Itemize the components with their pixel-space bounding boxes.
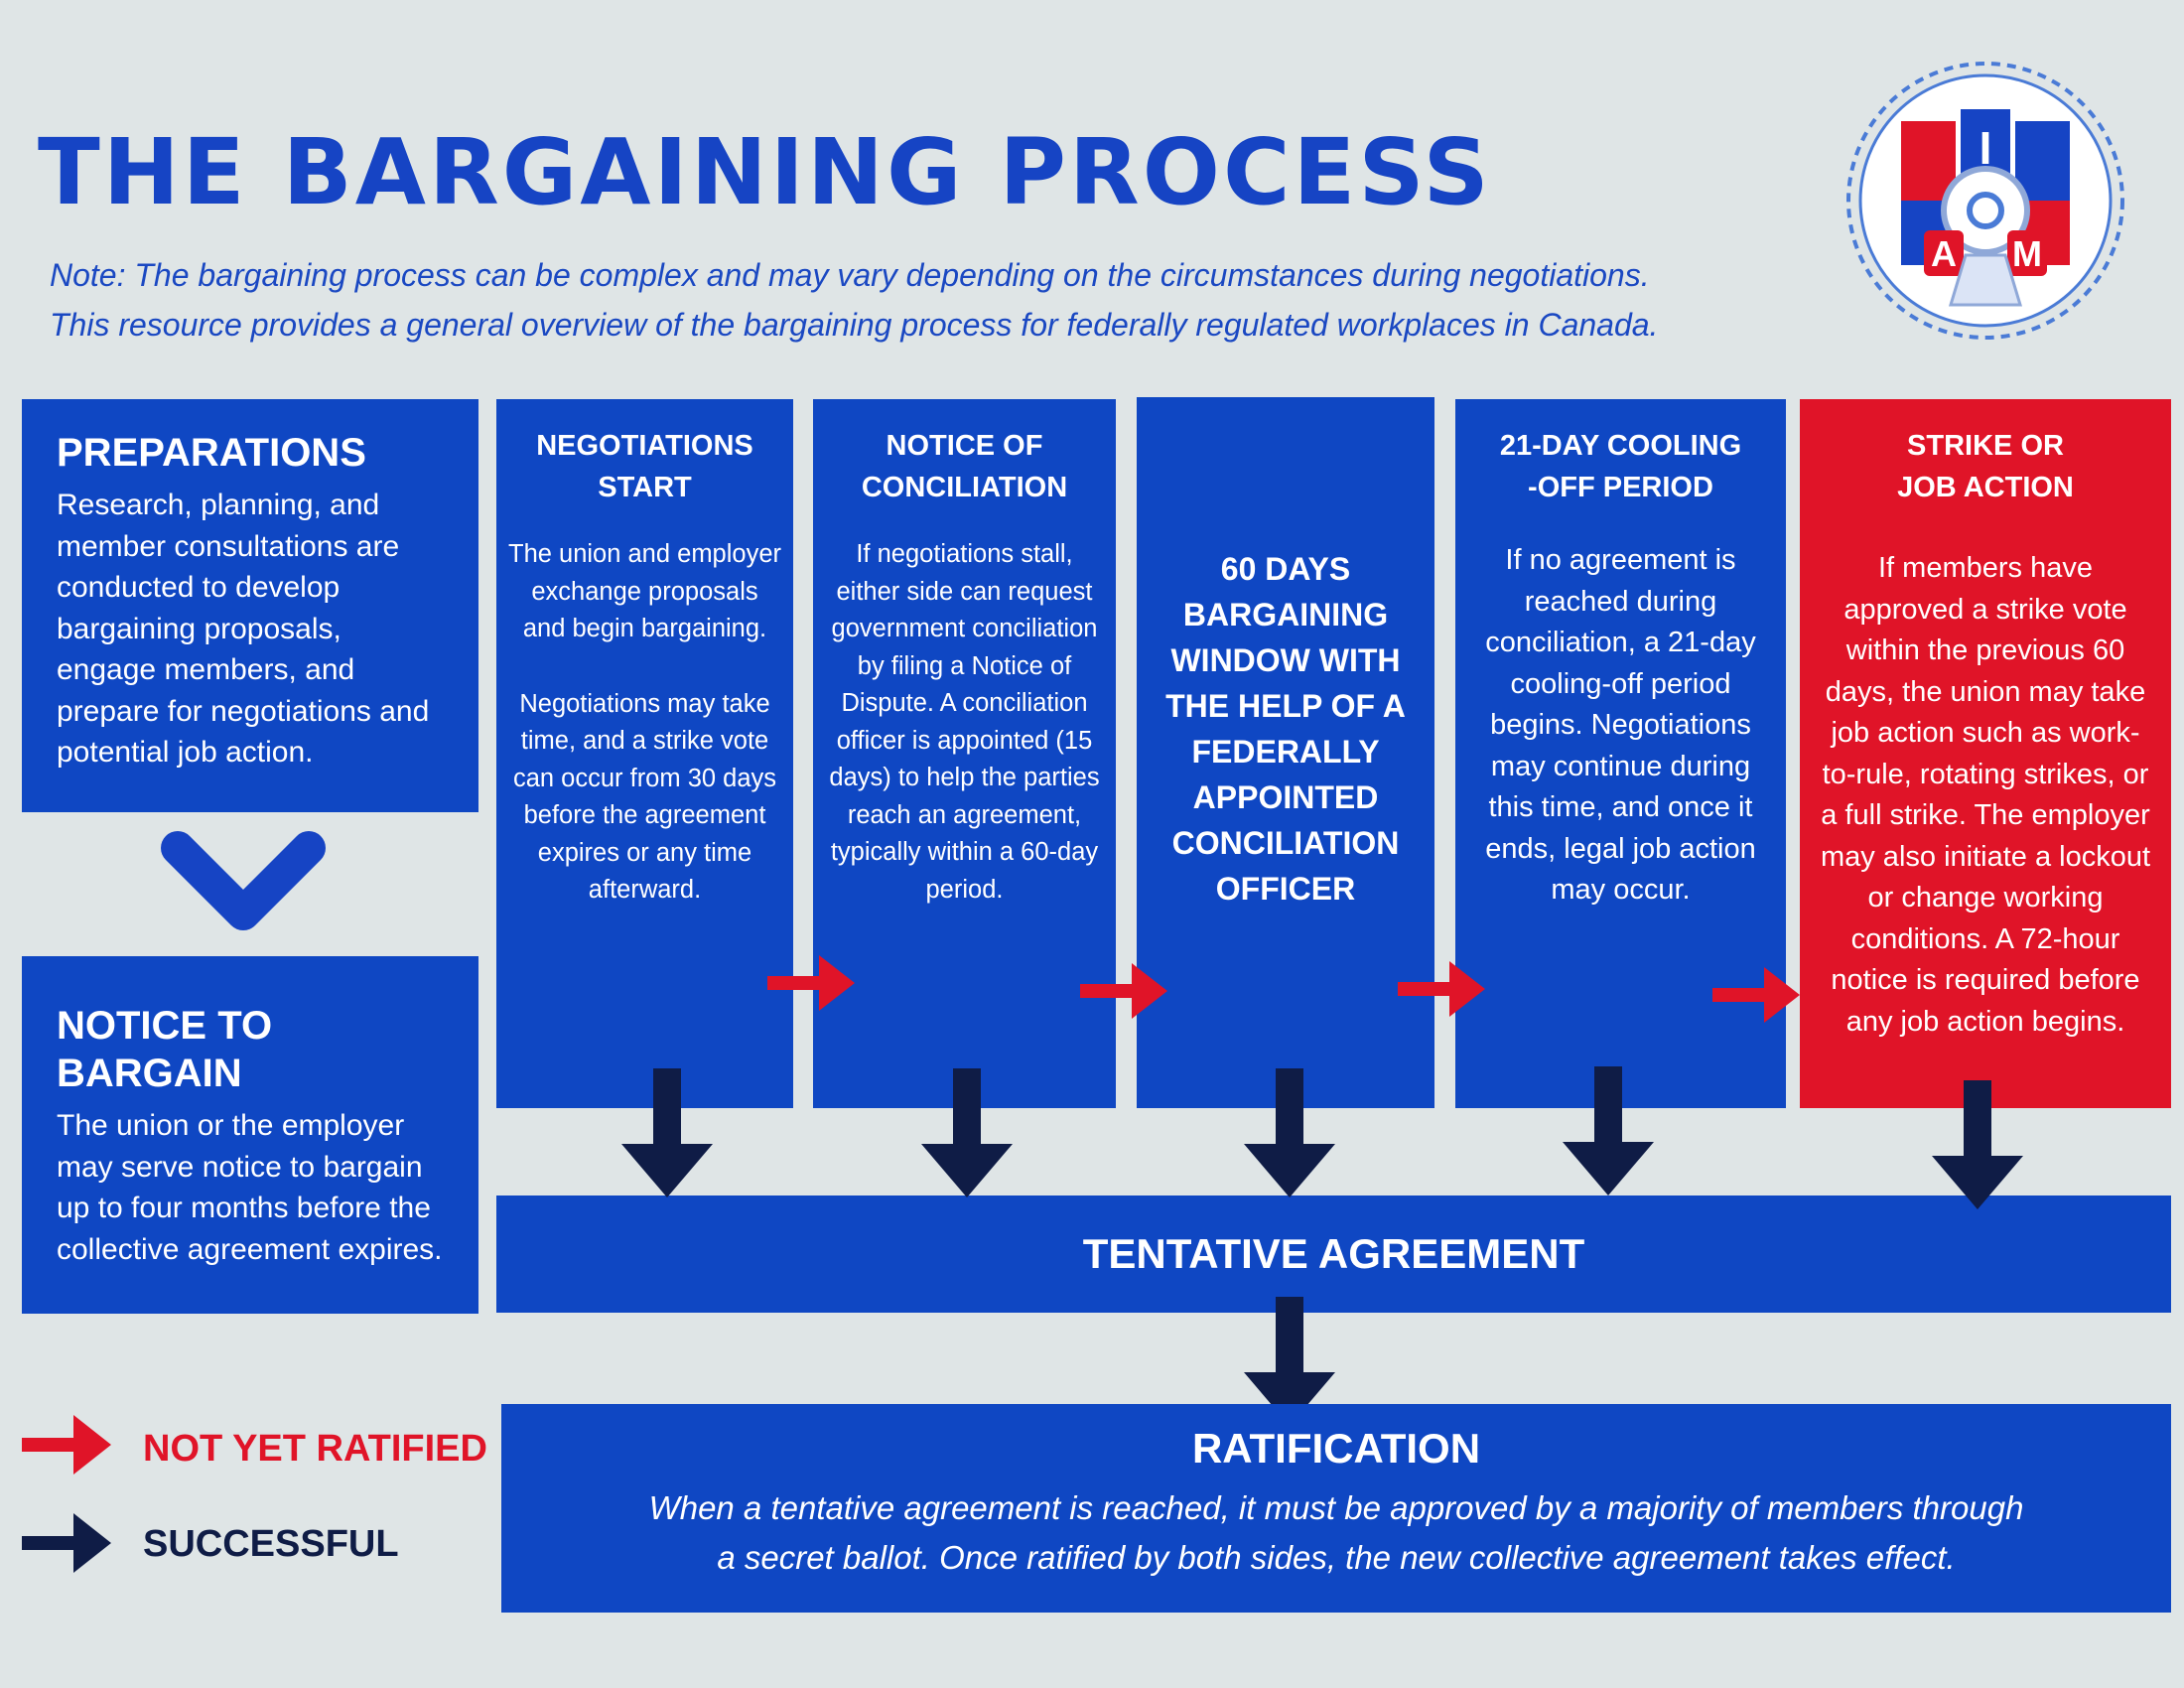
tentative-agreement-bar: TENTATIVE AGREEMENT [496,1196,2171,1313]
navy-down-arrow-icon [921,1068,1013,1197]
legend-navy-arrow-icon [22,1513,111,1573]
red-arrow-icon [1712,967,1800,1023]
step-title-line: -OFF PERIOD [1528,472,1713,503]
legend-red-arrow-icon [22,1415,111,1475]
step-notice-of-conciliation: NOTICE OF CONCILIATION If negotiations s… [813,399,1116,1108]
page-title: THE BARGAINING PROCESS [38,119,1492,225]
iam-gear-logo-icon: I A M [1846,62,2124,340]
ratification-title: RATIFICATION [1191,1425,1481,1472]
step-cooling-off-period: 21-DAY COOLING -OFF PERIOD If no agreeme… [1455,399,1786,1108]
navy-down-arrow-icon [1932,1080,2023,1209]
step-title-line: NEGOTIATIONS [536,430,753,462]
step-title-line: 21-DAY COOLING [1499,430,1742,462]
navy-down-arrow-icon [1563,1066,1654,1196]
step-title: NEGOTIATIONS START [508,425,781,508]
red-arrow-icon [1080,963,1167,1019]
step-title: NOTICE OF CONCILIATION [825,425,1104,508]
preparations-text: Research, planning, and member consultat… [57,489,430,769]
ratification-box: RATIFICATION When a tentative agreement … [501,1404,2171,1613]
step-title: STRIKE OR JOB ACTION [1818,425,2153,508]
step-text: If negotiations stall, either side can r… [829,540,1100,904]
logo-letter-a: A [1931,233,1957,274]
step-title-line: START [598,472,692,503]
navy-down-arrow-icon [621,1068,713,1197]
logo-letter-m: M [2012,233,2042,274]
step-60-days-window: 60 DAYS BARGAINING WINDOW WITH THE HELP … [1137,397,1434,1108]
step-negotiations-start: NEGOTIATIONS START The union and employe… [496,399,793,1108]
navy-down-arrow-icon [1244,1068,1335,1197]
tentative-agreement-label: TENTATIVE AGREEMENT [1082,1230,1585,1277]
step-title: 60 DAYS BARGAINING WINDOW WITH THE HELP … [1165,551,1406,907]
legend-successful-label: SUCCESSFUL [143,1523,399,1565]
note-line-2: This resource provides a general overvie… [50,307,1659,343]
note-line-1: Note: The bargaining process can be comp… [50,257,1650,293]
step-title-line: NOTICE OF [886,430,1043,462]
legend-not-ratified-label: NOT YET RATIFIED [143,1428,487,1470]
preparations-title: PREPARATIONS [57,431,366,475]
step-text: The union and employer exchange proposal… [508,540,782,642]
red-arrow-icon [1398,961,1485,1017]
red-arrow-icon [767,955,855,1011]
chevron-down-icon [161,831,326,930]
step-text: If no agreement is reached during concil… [1485,544,1756,906]
step-title-line: CONCILIATION [861,472,1068,503]
preparations-box: PREPARATIONS Research, planning, and mem… [22,399,478,812]
notice-to-bargain-box: NOTICE TO BARGAIN The union or the emplo… [22,956,478,1314]
step-strike-or-job-action: STRIKE OR JOB ACTION If members have app… [1800,399,2171,1108]
notice-to-bargain-title: NOTICE TO BARGAIN [57,1004,273,1095]
step-text: If members have approved a strike vote w… [1820,552,2151,1038]
step-title-line: STRIKE OR [1907,430,2064,462]
ratification-line-1: When a tentative agreement is reached, i… [648,1489,2024,1526]
step-text: Negotiations may take time, and a strike… [512,689,777,905]
step-title-line: JOB ACTION [1897,472,2074,503]
step-title: 21-DAY COOLING -OFF PERIOD [1469,425,1772,508]
ratification-line-2: a secret ballot. Once ratified by both s… [717,1539,1956,1576]
note-text: Note: The bargaining process can be comp… [50,250,1837,350]
navy-down-arrow-icon [1244,1297,1335,1426]
notice-to-bargain-text: The union or the employer may serve noti… [57,1109,443,1266]
logo-letter-i: I [1979,122,1992,174]
ratification-text: When a tentative agreement is reached, i… [501,1483,2171,1583]
